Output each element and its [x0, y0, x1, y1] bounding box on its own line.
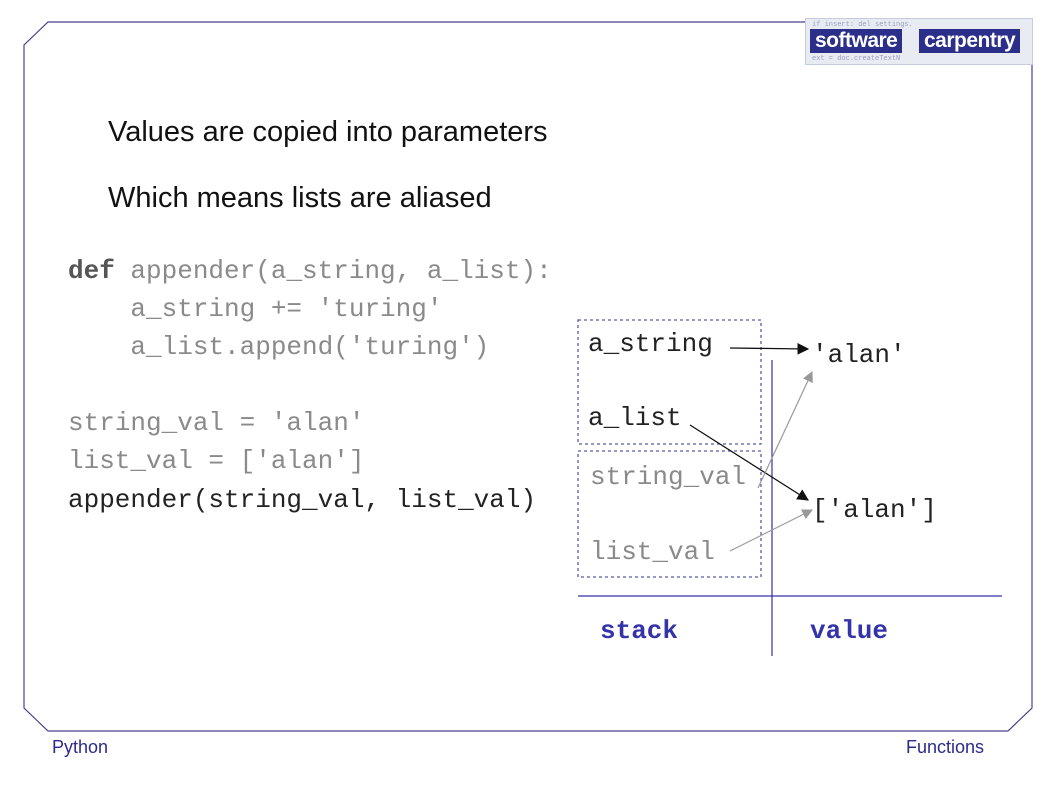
string-val-arrow	[757, 371, 813, 489]
a-list-arrow	[689, 424, 809, 501]
logo-word-software: software	[810, 29, 903, 53]
stack-var-list-val: list_val	[590, 537, 715, 567]
heading-lists-aliased: Which means lists are aliased	[108, 182, 492, 214]
stack-var-a-list: a_list	[588, 403, 682, 433]
value-list-alan: ['alan']	[812, 495, 937, 525]
list-val-arrow	[729, 509, 813, 552]
value-string-alan: 'alan'	[812, 340, 906, 370]
code-line-string-append: a_string += 'turing'	[68, 294, 443, 324]
code-line-call: appender(string_val, list_val)	[68, 485, 537, 515]
code-line-def: def appender(a_string, a_list):	[68, 258, 552, 284]
heading-values-copied: Values are copied into parameters	[108, 116, 548, 148]
value-label: value	[810, 616, 889, 646]
code-line-list-append: a_list.append('turing')	[68, 332, 490, 362]
code-def-signature: appender(a_string, a_list):	[114, 256, 552, 286]
stack-var-string-val: string_val	[590, 462, 747, 492]
logo-ghost-text: if insert: del settings.	[812, 21, 913, 29]
a-string-arrow	[729, 343, 810, 355]
footer-topic: Functions	[906, 737, 985, 757]
global-frame-box	[577, 450, 762, 578]
keyword-def: def	[68, 256, 115, 286]
stack-var-a-string: a_string	[588, 329, 713, 359]
software-carpentry-logo: if insert: del settings. software carpen…	[805, 18, 1033, 65]
code-line-string-val: string_val = 'alan'	[68, 408, 365, 438]
appender-frame-box	[577, 319, 762, 445]
stack-label: stack	[600, 616, 679, 646]
logo-word-carpentry: carpentry	[919, 29, 1021, 53]
footer-course: Python	[52, 737, 109, 757]
logo-ghost-text: ext = doc.createTextN	[812, 55, 901, 63]
code-line-list-val: list_val = ['alan']	[68, 446, 365, 476]
